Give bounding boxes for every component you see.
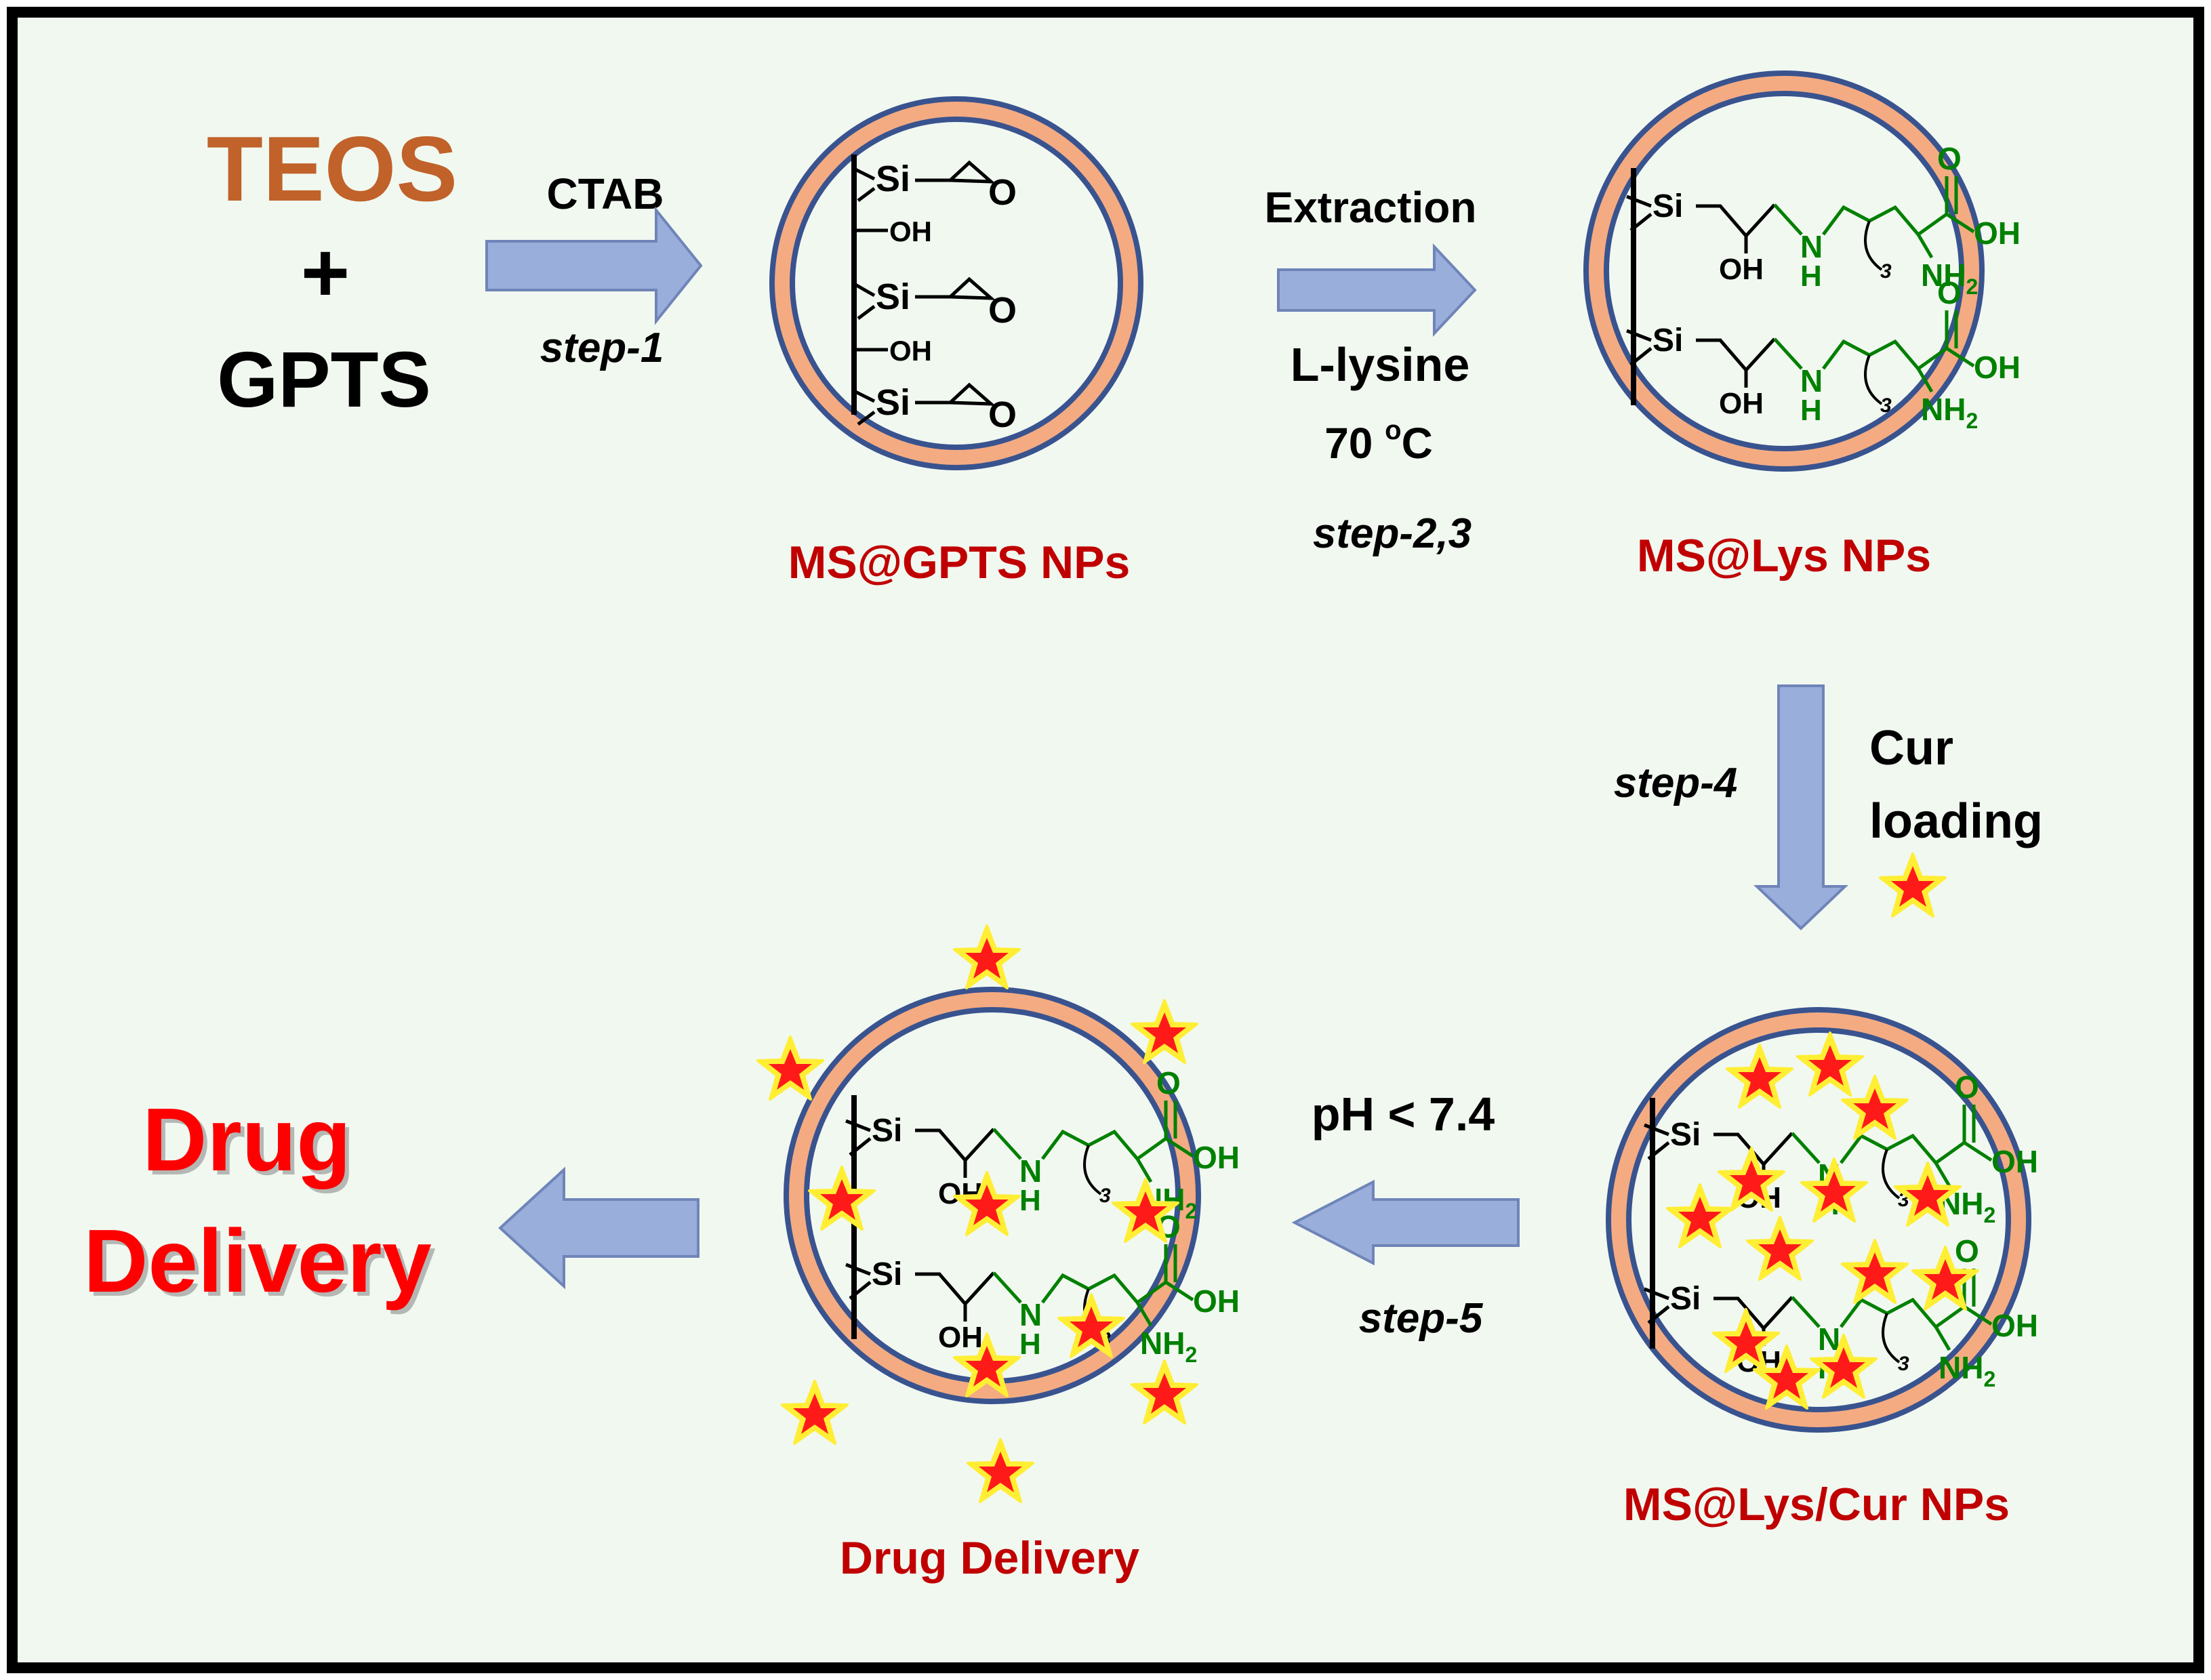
ph-label: pH < 7.4 <box>1312 1088 1495 1141</box>
lys-cur-nanoparticle <box>1606 1007 2038 1433</box>
silicon-label: Si <box>876 382 910 423</box>
ms-lys-cur-label: MS@Lys/Cur NPs <box>1623 1479 2010 1530</box>
silicon-label: Si <box>876 159 910 199</box>
delivery-arrow-icon <box>498 1166 699 1290</box>
loading-label: loading <box>1869 794 2043 848</box>
ctab-label: CTAB <box>547 169 664 218</box>
step4-label: step-4 <box>1614 760 1738 806</box>
outcome-line1: Drug <box>142 1090 351 1189</box>
drug-delivery-label: Drug Delivery <box>840 1532 1139 1584</box>
l-lysine-label: L-lysine <box>1291 338 1470 391</box>
step1-arrow-icon <box>485 206 703 325</box>
outcome-title: Drug Drug Delivery Delivery <box>83 1090 436 1315</box>
gpts-label: GPTS <box>217 335 431 424</box>
ms-gpts-label: MS@GPTS NPs <box>788 537 1131 588</box>
step23-arrow-icon <box>1277 243 1477 337</box>
epoxide-o-label: O <box>988 172 1017 213</box>
step1-label: step-1 <box>540 325 664 371</box>
plus-sign: + <box>301 226 350 320</box>
outcome-line1-shadow: Drug <box>146 1094 355 1193</box>
lys-nanoparticle <box>1583 70 2021 472</box>
step4-arrow-icon <box>1753 684 1848 930</box>
extraction-label: Extraction <box>1265 183 1477 232</box>
outcome-line2: Delivery <box>83 1211 432 1311</box>
delivery-nanoparticle <box>784 987 1240 1404</box>
hydroxyl-label: OH <box>889 335 932 367</box>
teos-label: TEOS <box>207 117 458 220</box>
hydroxyl-label: OH <box>889 216 932 247</box>
epoxide-o-label: O <box>988 394 1017 435</box>
silicon-label: Si <box>876 276 910 317</box>
epoxide-o-label: O <box>988 290 1017 331</box>
cur-label: Cur <box>1869 721 1953 775</box>
step23-label: step-2,3 <box>1313 510 1472 557</box>
gpts-si-units: Si O OH Si O OH Si O <box>854 159 1017 435</box>
outcome-line2-shadow: Delivery <box>87 1215 436 1315</box>
temperature-label: 70 oC <box>1324 415 1433 468</box>
ms-lys-label: MS@Lys NPs <box>1637 530 1931 581</box>
gpts-nanoparticle: Si O OH Si O OH Si O <box>769 96 1143 470</box>
step5-label: step-5 <box>1359 1295 1484 1342</box>
step5-arrow-icon <box>1291 1179 1520 1266</box>
